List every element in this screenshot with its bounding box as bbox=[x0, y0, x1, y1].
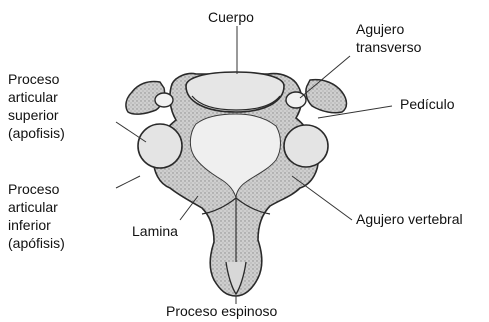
label-cuerpo: Cuerpo bbox=[208, 8, 254, 26]
label-pediculo: Pedículo bbox=[400, 95, 454, 113]
superior-articular-process-right bbox=[284, 125, 328, 167]
transverse-process-right bbox=[306, 80, 347, 113]
leader-agujero-vertebral bbox=[292, 176, 352, 220]
label-pas-line2: articular bbox=[8, 88, 65, 106]
label-proceso-articular-inferior: Proceso articular inferior (apófisis) bbox=[8, 180, 65, 252]
label-agujero-transverso-line1: Agujero bbox=[356, 20, 421, 38]
label-agujero-transverso: Agujero transverso bbox=[356, 20, 421, 56]
leader-proceso-inferior bbox=[116, 176, 140, 188]
label-pai-line1: Proceso bbox=[8, 180, 65, 198]
label-pas-line1: Proceso bbox=[8, 70, 65, 88]
label-proceso-articular-superior: Proceso articular superior (apofisis) bbox=[8, 70, 65, 142]
label-lamina: Lamina bbox=[132, 222, 178, 240]
transverse-foramen-left bbox=[155, 93, 173, 107]
leader-proceso-superior bbox=[116, 122, 146, 142]
label-proceso-espinoso: Proceso espinoso bbox=[166, 302, 277, 320]
superior-articular-process-left bbox=[138, 124, 182, 168]
label-pai-line2: articular bbox=[8, 198, 65, 216]
transverse-foramen-right bbox=[286, 92, 306, 108]
label-pai-line3: inferior bbox=[8, 216, 65, 234]
label-agujero-transverso-line2: transverso bbox=[356, 38, 421, 56]
label-pai-line4: (apófisis) bbox=[8, 234, 65, 252]
label-pas-line4: (apofisis) bbox=[8, 124, 65, 142]
label-agujero-vertebral: Agujero vertebral bbox=[356, 210, 463, 228]
vertebral-body bbox=[186, 72, 284, 112]
label-pas-line3: superior bbox=[8, 106, 65, 124]
